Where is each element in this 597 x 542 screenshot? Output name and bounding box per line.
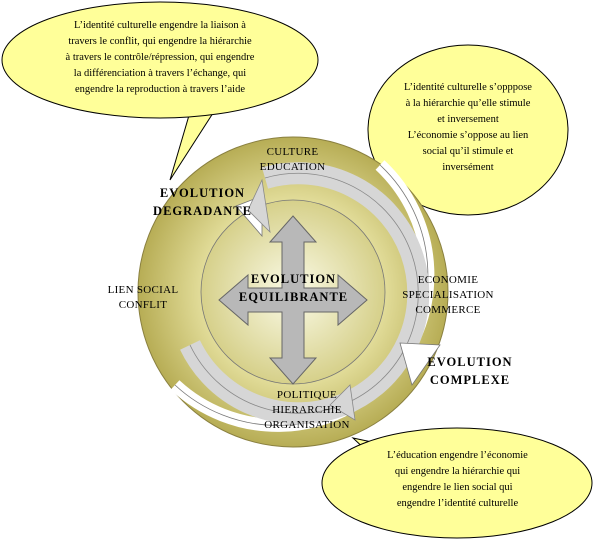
label-politique: POLITIQUE HIERARCHIE ORGANISATION — [252, 388, 362, 433]
label-line: CULTURE — [266, 146, 319, 158]
label-evolution-equilibrante: EVOLUTION EQUILIBRANTE — [226, 270, 361, 306]
label-line: EVOLUTION — [427, 355, 513, 369]
four-way-arrow — [218, 215, 368, 385]
label-line: EVOLUTION — [250, 272, 337, 286]
bubble-bottom-right-text: L’éducation engendre l’économie qui enge… — [340, 448, 575, 512]
bubble-line: à la hiérarchie qu’elle stimule — [405, 98, 531, 109]
label-culture: CULTURE EDUCATION — [245, 145, 340, 175]
bubble-line: la différenciation à travers l’échange, … — [73, 68, 247, 79]
bubble-line: inversément — [442, 162, 494, 173]
label-line: ORGANISATION — [264, 419, 350, 431]
bubble-line: et inversement — [437, 114, 499, 125]
bubble-top-left-text: L’identité culturelle engendre la liaiso… — [20, 18, 300, 98]
label-line: EVOLUTION — [159, 186, 246, 200]
label-evolution-complexe: EVOLUTION COMPLEXE — [415, 353, 525, 389]
label-line: EQUILIBRANTE — [238, 290, 349, 304]
label-line: SPECIALISATION — [402, 289, 494, 301]
label-line: EDUCATION — [259, 161, 326, 173]
bubble-top-left — [1, 1, 319, 181]
bubble-line: L’économie s’oppose au lien — [407, 130, 529, 141]
label-line: POLITIQUE — [276, 389, 338, 401]
label-line: HIERARCHIE — [272, 404, 342, 416]
bubble-line: L’identité culturelle engendre la liaiso… — [74, 20, 246, 31]
bubble-top-right-text: L’identité culturelle s’opppose à la hié… — [378, 80, 558, 176]
bubble-line: travers le conflit, qui engendre la hiér… — [68, 36, 252, 47]
label-line: COMMERCE — [415, 304, 481, 316]
bubble-line: L’identité culturelle s’opppose — [404, 82, 532, 93]
label-line: LIEN SOCIAL — [107, 284, 179, 296]
label-line: CONFLIT — [118, 299, 168, 311]
bubble-line: engendre le lien social qui — [402, 482, 513, 493]
bubble-bottom-right — [321, 427, 593, 539]
label-evolution-degradante: EVOLUTION DEGRADANTE — [140, 184, 265, 220]
label-line: COMPLEXE — [429, 373, 511, 387]
bubble-line: engendre la reproduction à travers l’aid… — [75, 84, 245, 95]
label-lien-social: LIEN SOCIAL CONFLIT — [98, 283, 188, 313]
label-economie: ECONOMIE SPECIALISATION COMMERCE — [393, 273, 503, 318]
bubble-line: à travers le contrôle/répression, qui en… — [65, 52, 255, 63]
bubble-line: engendre l’identité culturelle — [396, 498, 519, 509]
bubble-line: L’éducation engendre l’économie — [387, 450, 528, 461]
bubble-line: social qu’il stimule et — [422, 146, 514, 157]
label-line: ECONOMIE — [417, 274, 479, 286]
bubble-line: qui engendre la hiérarchie qui — [394, 466, 521, 477]
label-line: DEGRADANTE — [153, 204, 252, 218]
